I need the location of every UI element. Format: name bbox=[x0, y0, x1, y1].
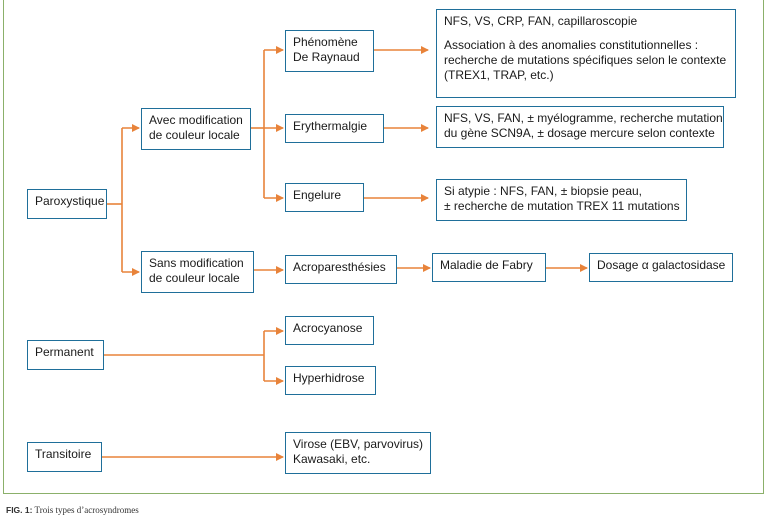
node-acrocyanose: Acrocyanose bbox=[285, 316, 374, 345]
node-raynaud: Phénomène De Raynaud bbox=[285, 30, 374, 72]
figure-frame bbox=[3, 0, 764, 494]
node-virose: Virose (EBV, parvovirus) Kawasaki, etc. bbox=[285, 432, 431, 474]
node-dosage: Dosage α galactosidase bbox=[589, 253, 733, 282]
detail-engelure: Si atypie : NFS, FAN, ± biopsie peau, ± … bbox=[436, 179, 687, 221]
node-avec-modification: Avec modification de couleur locale bbox=[141, 108, 251, 150]
node-paroxystique: Paroxystique bbox=[27, 189, 107, 219]
node-engelure: Engelure bbox=[285, 183, 364, 212]
node-fabry: Maladie de Fabry bbox=[432, 253, 546, 282]
node-acroparesthesies: Acroparesthésies bbox=[285, 255, 397, 284]
node-sans-modification: Sans modification de couleur locale bbox=[141, 251, 254, 293]
node-transitoire: Transitoire bbox=[27, 442, 102, 472]
node-hyperhidrose: Hyperhidrose bbox=[285, 366, 376, 395]
detail-erythermalgie: NFS, VS, FAN, ± myélogramme, recherche m… bbox=[436, 106, 724, 148]
figure-caption: FIG. 1: Trois types d’acrosyndromes bbox=[6, 505, 139, 516]
caption-text: Trois types d’acrosyndromes bbox=[34, 505, 139, 515]
caption-label: FIG. 1: bbox=[6, 505, 33, 515]
detail-raynaud: NFS, VS, CRP, FAN, capillaroscopie Assoc… bbox=[436, 9, 736, 98]
node-erythermalgie: Erythermalgie bbox=[285, 114, 384, 143]
node-permanent: Permanent bbox=[27, 340, 104, 370]
